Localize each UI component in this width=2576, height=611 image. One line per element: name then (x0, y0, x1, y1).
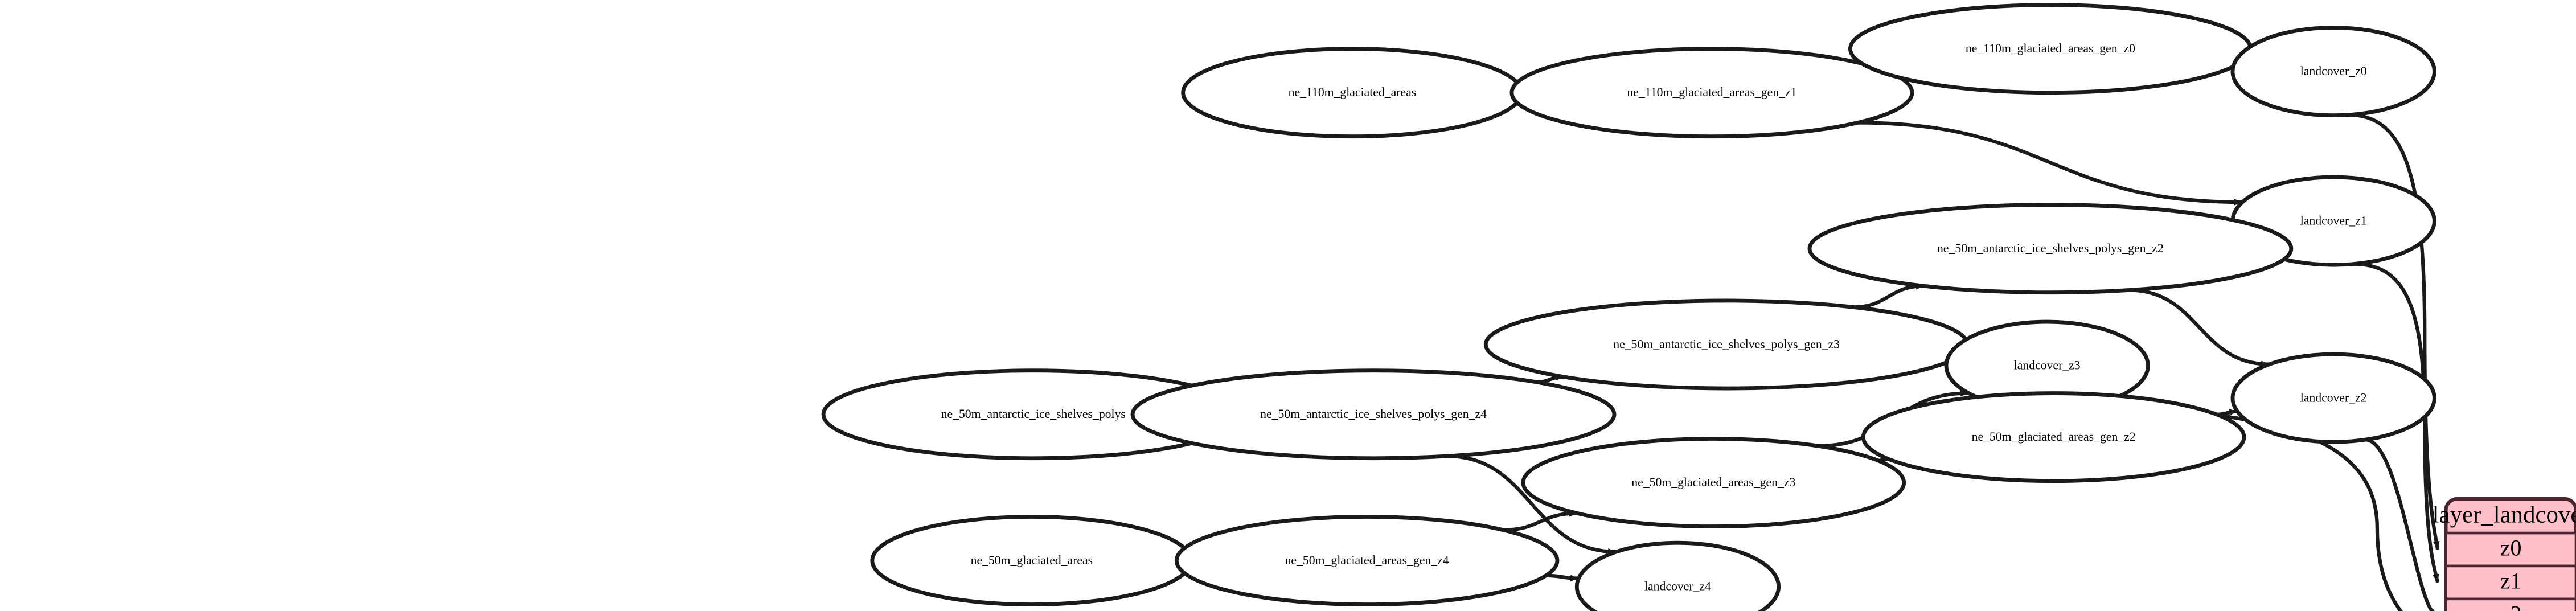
node-label: ne_50m_antarctic_ice_shelves_polys_gen_z… (1260, 407, 1487, 421)
node-label: ne_50m_antarctic_ice_shelves_polys (941, 407, 1126, 421)
table-row-z2[interactable] (2444, 597, 2576, 611)
node-ne_50m_glaciated_areas_gen_z3[interactable]: ne_50m_glaciated_areas_gen_z3 (1521, 437, 1906, 529)
node-shape (1574, 540, 1781, 611)
edge-arrowhead (2433, 540, 2440, 550)
node-landcover_z2[interactable]: landcover_z2 (2230, 352, 2436, 444)
node-label: ne_110m_glaciated_areas_gen_z0 (1966, 42, 2135, 55)
node-shape (1861, 391, 2246, 483)
node-layer: imposm3osm_landcover_polygonsimplify_vw_… (821, 3, 2436, 611)
node-label: ne_50m_glaciated_areas_gen_z3 (1631, 475, 1795, 489)
node-label: ne_50m_antarctic_ice_shelves_polys_gen_z… (1613, 337, 1840, 351)
table-row-z0[interactable] (2444, 531, 2576, 568)
node-shape (1807, 203, 2294, 295)
node-shape (1521, 437, 1906, 529)
table-row-label-z0: z0 (2500, 535, 2522, 561)
edge-arrowhead (2433, 573, 2439, 583)
node-ne_50m_glaciated_areas_gen_z2[interactable]: ne_50m_glaciated_areas_gen_z2 (1861, 391, 2246, 483)
node-label: ne_110m_glaciated_areas (1289, 85, 1417, 99)
node-shape (2230, 26, 2436, 118)
table-row-label-z2: z2 (2500, 601, 2522, 611)
node-label: landcover_z4 (1644, 580, 1711, 593)
node-ne_50m_antarctic_ice_shelves_polys_gen_z4[interactable]: ne_50m_antarctic_ice_shelves_polys_gen_z… (1130, 368, 1617, 461)
edge-landcover_z2-to-layer_landcover-z2 (2365, 438, 2434, 611)
node-landcover_z4[interactable]: landcover_z4 (1574, 540, 1781, 611)
node-ne_110m_glaciated_areas[interactable]: ne_110m_glaciated_areas (1181, 47, 1524, 139)
node-landcover_z0[interactable]: landcover_z0 (2230, 26, 2436, 118)
node-ne_50m_glaciated_areas[interactable]: ne_50m_glaciated_areas (870, 515, 1193, 607)
table-layer: layer_landcoverz0z1z2z3z4z5z6z7z8z9z10z1… (2433, 497, 2576, 611)
table-title: layer_landcover (2433, 501, 2576, 528)
node-label: ne_50m_glaciated_areas_gen_z4 (1285, 553, 1449, 567)
node-label: landcover_z2 (2300, 391, 2367, 405)
node-shape (1174, 515, 1560, 607)
edge-ne_50m_antarctic_ice_shelves_polys_gen_z3-to-ne_50m_antarctic_ice_shelves_polys_gen_z2 (1852, 284, 1925, 309)
node-ne_110m_glaciated_areas_gen_z0[interactable]: ne_110m_glaciated_areas_gen_z0 (1848, 3, 2253, 95)
node-ne_50m_antarctic_ice_shelves_polys_gen_z3[interactable]: ne_50m_antarctic_ice_shelves_polys_gen_z… (1483, 298, 1970, 391)
edge-arrowhead (2234, 199, 2243, 206)
node-label: landcover_z0 (2300, 64, 2367, 78)
node-shape (2230, 352, 2436, 444)
edge-ne_50m_antarctic_ice_shelves_polys_gen_z4-to-landcover_z4 (1447, 454, 1617, 554)
node-shape (1130, 368, 1617, 461)
edge-arrowhead (2229, 409, 2238, 416)
node-ne_50m_antarctic_ice_shelves_polys_gen_z2[interactable]: ne_50m_antarctic_ice_shelves_polys_gen_z… (1807, 203, 2294, 295)
node-shape (1509, 47, 1914, 139)
edge-landcover_z0-to-layer_landcover-z0 (2348, 113, 2440, 550)
table-row-z1[interactable] (2444, 564, 2576, 601)
edge-arrowhead (2431, 608, 2435, 611)
node-landcover_z3[interactable]: landcover_z3 (1944, 319, 2150, 412)
node-ne_50m_antarctic_ice_shelves_polys[interactable]: ne_50m_antarctic_ice_shelves_polys (821, 368, 1245, 461)
edge-arrowhead (1570, 575, 1579, 581)
node-label: ne_50m_glaciated_areas (971, 553, 1093, 567)
edge-ne_110m_glaciated_areas_gen_z1-to-landcover_z1 (1857, 121, 2243, 204)
edge-ne_50m_glaciated_areas_gen_z4-to-ne_50m_glaciated_areas_gen_z3 (1503, 511, 1578, 532)
node-ne_50m_glaciated_areas_gen_z4[interactable]: ne_50m_glaciated_areas_gen_z4 (1174, 515, 1560, 607)
node-label: ne_110m_glaciated_areas_gen_z1 (1627, 85, 1796, 99)
node-label: ne_50m_glaciated_areas_gen_z2 (1972, 430, 2136, 444)
node-ne_110m_glaciated_areas_gen_z1[interactable]: ne_110m_glaciated_areas_gen_z1 (1509, 47, 1914, 139)
edge-ne_50m_antarctic_ice_shelves_polys_gen_z2-to-landcover_z2 (2128, 288, 2270, 366)
table-row-label-z1: z1 (2500, 568, 2522, 594)
node-label: landcover_z1 (2300, 214, 2367, 228)
node-label: ne_50m_antarctic_ice_shelves_polys_gen_z… (1937, 241, 2164, 255)
layer-landcover-table[interactable]: layer_landcoverz0z1z2z3z4z5z6z7z8z9z10z1… (2433, 497, 2576, 611)
node-label: landcover_z3 (2014, 359, 2081, 372)
